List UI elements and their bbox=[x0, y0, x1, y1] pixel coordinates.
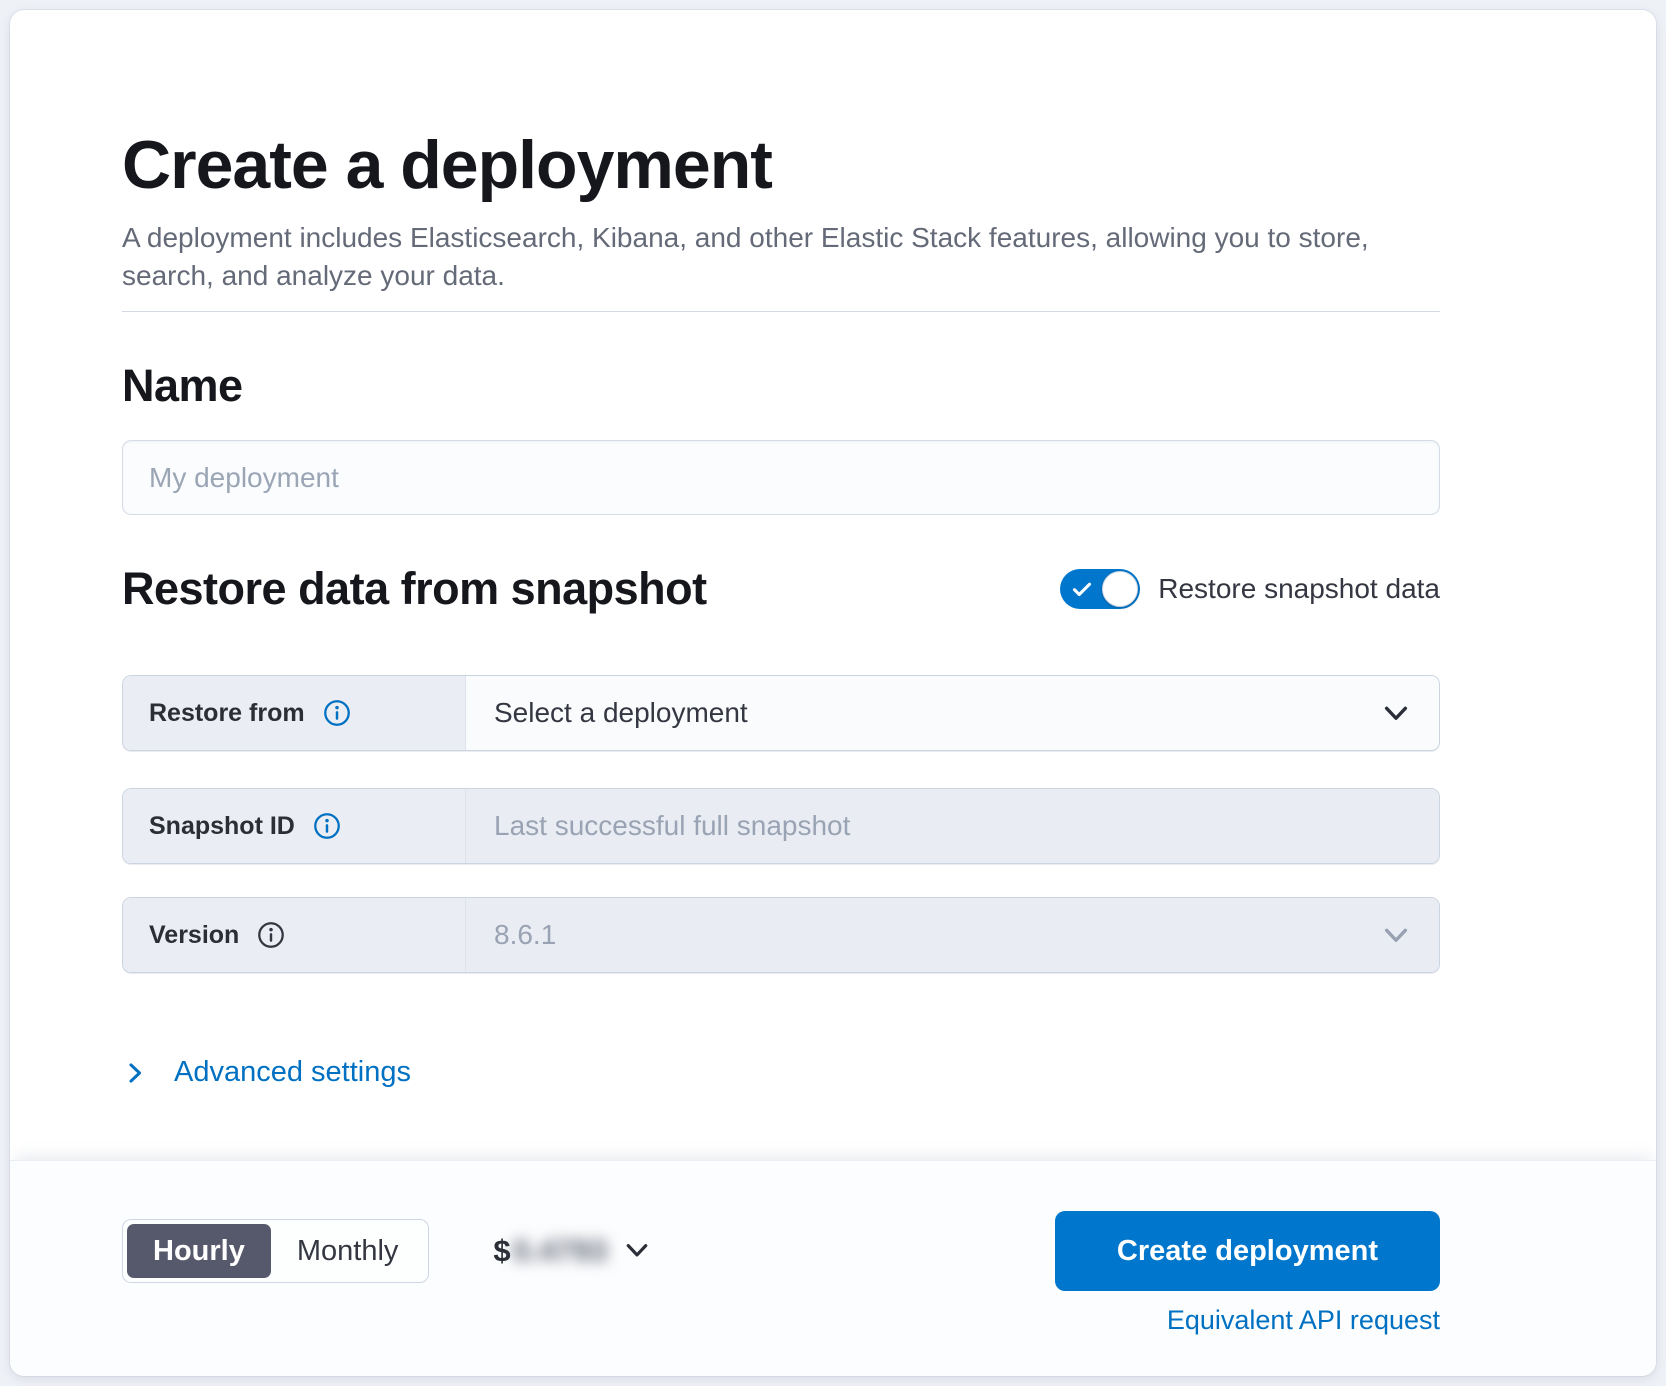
chevron-down-icon bbox=[623, 1236, 653, 1266]
info-icon[interactable] bbox=[323, 699, 351, 727]
price-dropdown[interactable]: $ 0.4793 bbox=[493, 1233, 653, 1269]
equivalent-api-request-link[interactable]: Equivalent API request bbox=[1166, 1305, 1440, 1335]
price-amount-blurred: 0.4793 bbox=[512, 1233, 608, 1268]
bottom-bar: Hourly Monthly $ 0.4793 Create deploymen… bbox=[10, 1160, 1656, 1376]
form-row-version: Version 8.6.1 bbox=[122, 897, 1440, 973]
advanced-settings-link[interactable]: Advanced settings bbox=[122, 1056, 411, 1089]
create-deployment-card: Create a deployment A deployment include… bbox=[10, 10, 1656, 1376]
monthly-button[interactable]: Monthly bbox=[296, 1234, 399, 1267]
version-select: 8.6.1 bbox=[466, 898, 1439, 972]
chevron-right-icon bbox=[122, 1060, 148, 1086]
info-icon[interactable] bbox=[313, 812, 341, 840]
restore-snapshot-heading: Restore data from snapshot bbox=[122, 563, 707, 614]
header-divider bbox=[122, 311, 1440, 312]
hourly-button[interactable]: Hourly bbox=[127, 1224, 271, 1278]
billing-interval-group: Hourly Monthly bbox=[122, 1219, 430, 1283]
restore-snapshot-toggle[interactable] bbox=[1060, 569, 1141, 609]
main-section: Create a deployment A deployment include… bbox=[10, 10, 1656, 1160]
currency-symbol: $ bbox=[493, 1233, 511, 1268]
check-icon bbox=[1071, 578, 1093, 600]
form-row-restore-from: Restore from Select a deployment bbox=[122, 675, 1440, 751]
snapshot-id-input: Last successful full snapshot bbox=[466, 789, 1439, 863]
restore-from-select[interactable]: Select a deployment bbox=[466, 676, 1439, 750]
deployment-name-input[interactable] bbox=[122, 440, 1440, 515]
chevron-down-icon bbox=[1381, 698, 1411, 728]
version-label: Version bbox=[123, 898, 466, 972]
restore-from-label: Restore from bbox=[123, 676, 466, 750]
page-subtitle: A deployment includes Elasticsearch, Kib… bbox=[122, 222, 1369, 291]
name-heading: Name bbox=[122, 360, 243, 411]
form-row-snapshot-id: Snapshot ID Last successful full snapsho… bbox=[122, 788, 1440, 864]
create-deployment-button[interactable]: Create deployment bbox=[1054, 1211, 1440, 1291]
page-title: Create a deployment bbox=[122, 127, 773, 203]
toggle-knob bbox=[1102, 571, 1139, 607]
info-icon[interactable] bbox=[257, 921, 285, 949]
chevron-down-icon bbox=[1381, 920, 1411, 950]
snapshot-id-label: Snapshot ID bbox=[123, 789, 466, 863]
toggle-label: Restore snapshot data bbox=[1158, 573, 1440, 604]
